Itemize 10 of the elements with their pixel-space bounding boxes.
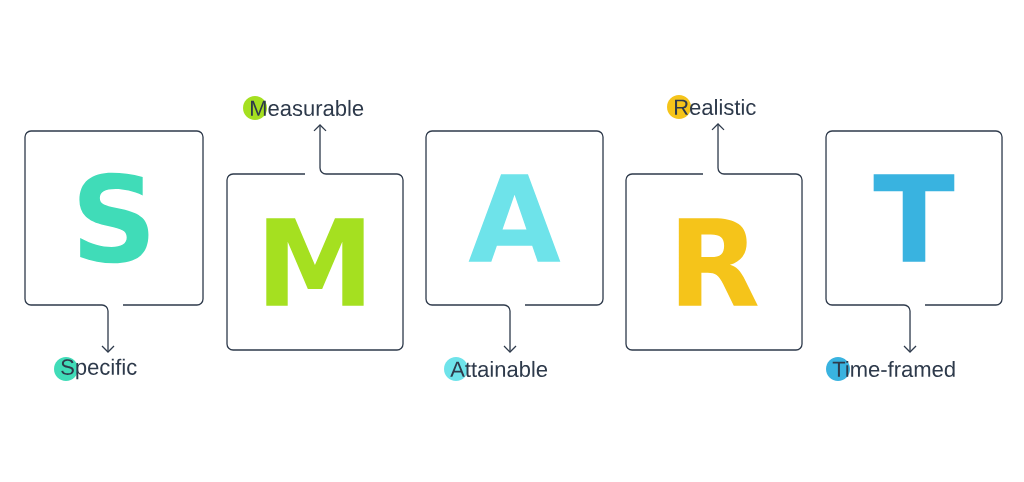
letter-box: R xyxy=(625,173,803,351)
letter-box: M xyxy=(226,173,404,351)
letter-box: S xyxy=(24,130,204,306)
letter-box: T xyxy=(825,130,1003,306)
arrow xyxy=(95,304,115,353)
arrow xyxy=(497,304,517,353)
arrow xyxy=(313,124,333,175)
arrow xyxy=(711,123,731,175)
arrow xyxy=(897,304,917,353)
letter-box: A xyxy=(425,130,604,306)
